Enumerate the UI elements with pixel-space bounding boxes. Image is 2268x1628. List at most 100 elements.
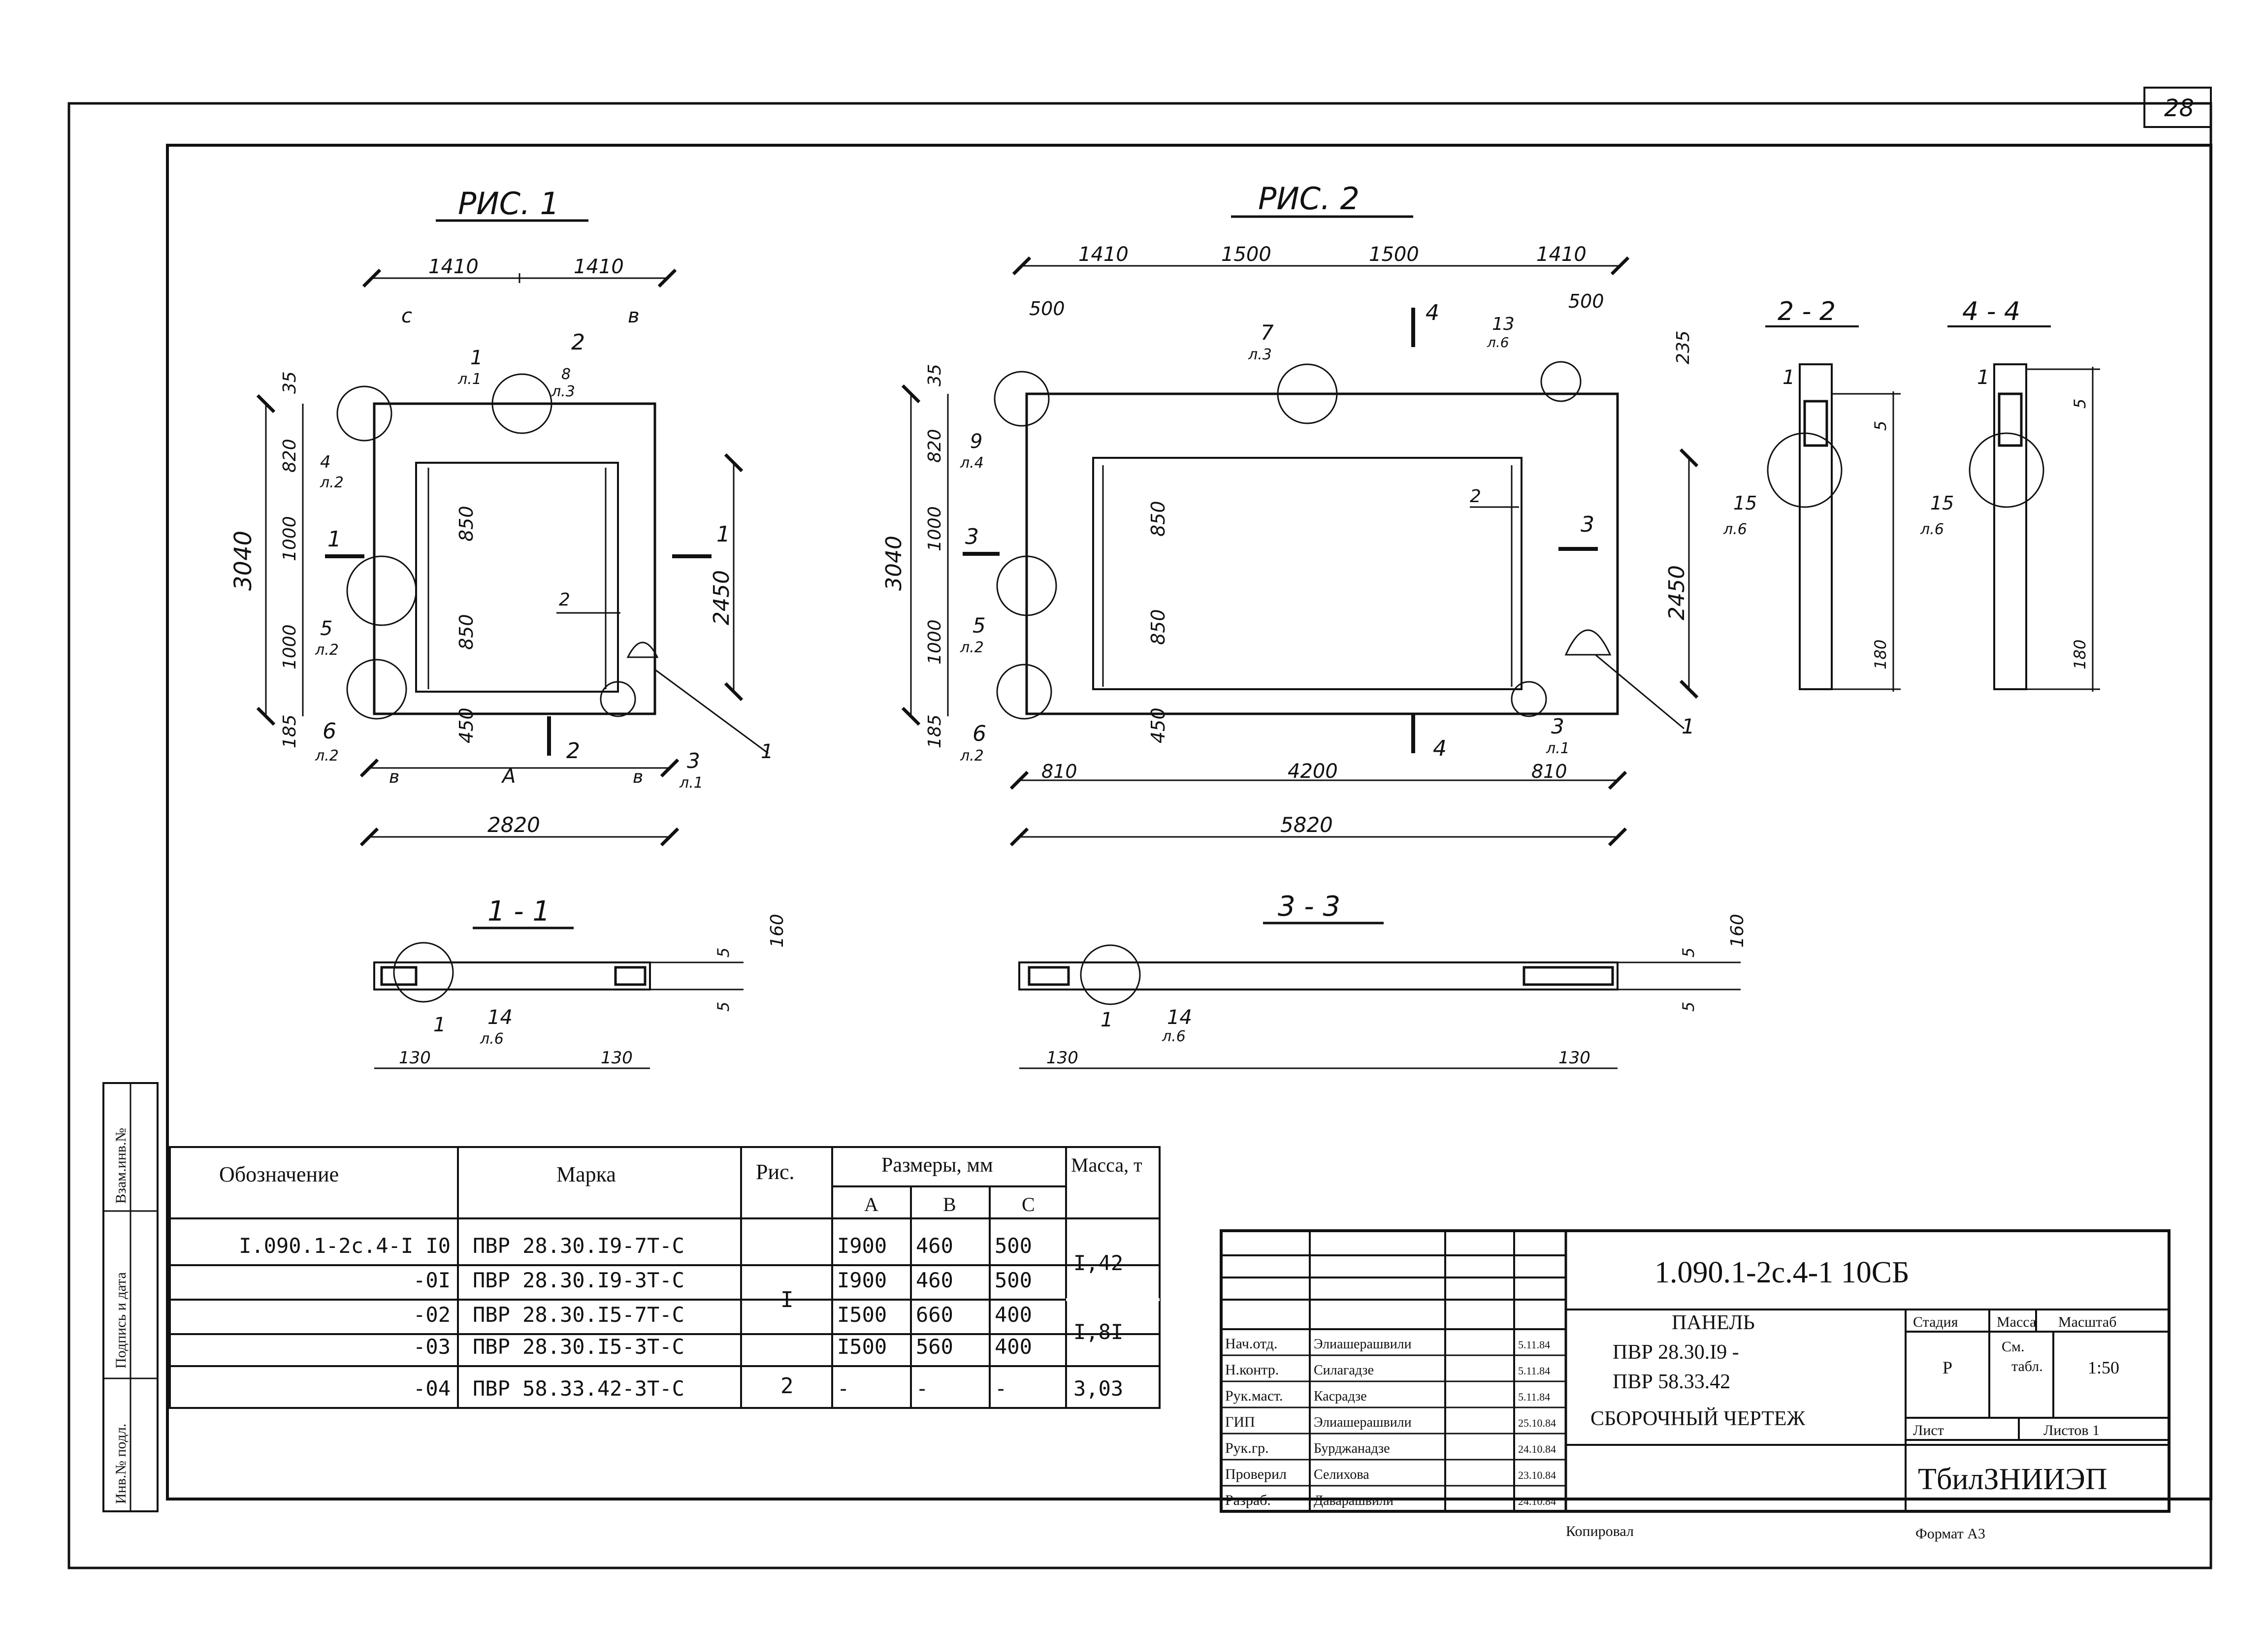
fig1-callout-3: 3 bbox=[687, 749, 700, 773]
sec44-dim-5: 5 bbox=[2071, 399, 2089, 409]
approval-date: 25.10.84 bbox=[1518, 1417, 1556, 1429]
fig2-dim-t1: 1410 bbox=[1078, 243, 1129, 266]
spec-cell-c: 400 bbox=[995, 1335, 1032, 1359]
fig1-dim-850a: 850 bbox=[455, 506, 477, 542]
spec-cell-b: 660 bbox=[916, 1303, 953, 1327]
sec33-dim-5b: 5 bbox=[1679, 1002, 1698, 1012]
th-mass: Масса, т bbox=[1071, 1154, 1142, 1176]
fig1-dim-bottom-b2: в bbox=[633, 767, 643, 787]
side-stamp-signature: Подпись и дата bbox=[113, 1272, 129, 1369]
fig2-dim-235: 235 bbox=[1673, 330, 1693, 364]
sec22-callout-1: 1 bbox=[1782, 366, 1795, 389]
sec33-dim-130a: 130 bbox=[1046, 1048, 1078, 1068]
fig2-dim-850b: 850 bbox=[1147, 609, 1169, 645]
sec33-callout-14: 14 bbox=[1167, 1006, 1192, 1029]
fig1-dim-185: 185 bbox=[280, 714, 300, 748]
spec-cell-b: - bbox=[916, 1376, 928, 1401]
fig1-dim-1000b: 1000 bbox=[280, 624, 300, 670]
sec44-callout-1: 1 bbox=[1977, 366, 1989, 389]
approval-role: Рук.гр. bbox=[1225, 1440, 1269, 1456]
doc-name-1: ПАНЕЛЬ bbox=[1672, 1311, 1755, 1334]
side-stamp: Взам.инв.№ Подпись и дата Инв.№ подл. bbox=[102, 1082, 159, 1512]
fig1-section-1a: 1 bbox=[327, 527, 341, 552]
fig2-callout-6-sheet: л.2 bbox=[960, 747, 984, 765]
fig2-callout-6: 6 bbox=[972, 721, 986, 746]
approval-role: ГИП bbox=[1225, 1414, 1255, 1430]
approval-role: Проверил bbox=[1225, 1466, 1287, 1482]
fig2-dim-inner-h: 2450 bbox=[1664, 565, 1689, 620]
fig1-dim-top-right: 1410 bbox=[574, 255, 624, 278]
spec-cell-b: 560 bbox=[916, 1335, 953, 1359]
spec-cell-a: I900 bbox=[837, 1268, 887, 1292]
spec-cell-b: 460 bbox=[916, 1234, 953, 1258]
sec33-dim-130b: 130 bbox=[1558, 1048, 1590, 1068]
sec33-title: 3 - 3 bbox=[1278, 891, 1340, 923]
sec44-callout-15: 15 bbox=[1930, 492, 1954, 514]
sec11-callout-1: 1 bbox=[433, 1014, 446, 1036]
scale-value: 1:50 bbox=[2088, 1358, 2119, 1377]
side-stamp-inventory: Инв.№ подл. bbox=[113, 1424, 129, 1504]
fig2-callout-7-sheet: л.3 bbox=[1248, 346, 1272, 363]
sec11-title: 1 - 1 bbox=[487, 895, 550, 927]
fig2-dim-t2: 1500 bbox=[1221, 243, 1271, 266]
spec-cell-designation: -04 bbox=[413, 1376, 451, 1401]
fig1-dim-inner-h: 2450 bbox=[709, 570, 734, 625]
spec-cell-c: 500 bbox=[995, 1268, 1032, 1292]
doc-name-4: СБОРОЧНЫЙ ЧЕРТЕЖ bbox=[1590, 1407, 1806, 1430]
approval-name: Касрадзе bbox=[1314, 1389, 1367, 1404]
th-fig: Рис. bbox=[756, 1160, 795, 1184]
approval-role: Н.контр. bbox=[1225, 1362, 1279, 1378]
approval-date: 23.10.84 bbox=[1518, 1469, 1556, 1481]
fig2-dim-total-w: 5820 bbox=[1280, 813, 1333, 837]
fig2-callout-7: 7 bbox=[1261, 320, 1274, 345]
approval-date: 5.11.84 bbox=[1518, 1339, 1550, 1351]
fig1-dim-35: 35 bbox=[280, 371, 300, 394]
approval-name: Элиашерашвили bbox=[1314, 1337, 1412, 1352]
fig2-dim-810b: 810 bbox=[1531, 761, 1567, 782]
sheet-frame bbox=[67, 87, 2212, 1569]
fig2-dim-total-h: 3040 bbox=[881, 536, 907, 591]
fig1-title: РИС. 1 bbox=[458, 186, 559, 222]
fig1-dim-820: 820 bbox=[280, 439, 300, 473]
sec33-dim-160: 160 bbox=[1727, 914, 1748, 948]
format-label: Формат А3 bbox=[1915, 1526, 1985, 1542]
fig1-dim-1000a: 1000 bbox=[280, 516, 300, 561]
fig1-panel bbox=[336, 373, 659, 720]
approval-name: Селихова bbox=[1314, 1467, 1369, 1482]
fig1-dim-450: 450 bbox=[455, 707, 477, 743]
spec-cell-a: I500 bbox=[837, 1335, 887, 1359]
fig2-leader-1: 1 bbox=[1682, 714, 1695, 738]
fig1-dim-bottom-b1: в bbox=[389, 767, 399, 787]
fig2-dim-450: 450 bbox=[1147, 707, 1169, 743]
fig2-title: РИС. 2 bbox=[1258, 181, 1360, 217]
fig1-callout-6: 6 bbox=[323, 719, 336, 744]
fig1-callout-8-sheet: л.3 bbox=[551, 383, 575, 400]
sec11-dim-130a: 130 bbox=[399, 1048, 431, 1068]
approval-name: Элиашерашвили bbox=[1314, 1415, 1412, 1430]
approval-role: Разраб. bbox=[1225, 1492, 1271, 1508]
spec-cell-a: I900 bbox=[837, 1234, 887, 1258]
sec33-callout-1: 1 bbox=[1101, 1009, 1113, 1031]
approval-name: Силагадзе bbox=[1314, 1363, 1374, 1378]
sheet-header: Лист bbox=[1913, 1422, 1944, 1438]
fig1-callout-4-sheet: л.2 bbox=[320, 474, 344, 491]
title-block bbox=[1220, 1229, 2171, 1513]
fig2-callout-3-sheet: л.1 bbox=[1546, 740, 1570, 757]
spec-cell-c: - bbox=[995, 1376, 1007, 1401]
sec11-callout-14: 14 bbox=[487, 1006, 513, 1029]
spec-mass-group-3: 3,03 bbox=[1073, 1376, 1123, 1401]
approval-date: 24.10.84 bbox=[1518, 1495, 1556, 1507]
section-4-4: 4 - 4 1 15 л.6 5 180 bbox=[1920, 297, 2100, 692]
org-name: ТбилЗНИИЭП bbox=[1918, 1463, 2107, 1496]
fig1-dim-bottom-a: А bbox=[501, 765, 516, 788]
doc-code: 1.090.1-2с.4-1 10СБ bbox=[1654, 1256, 1910, 1289]
fig1-callout-2: 2 bbox=[571, 330, 585, 355]
spec-cell-designation: I.090.1-2с.4-I I0 bbox=[239, 1234, 451, 1258]
section-3-3: 3 - 3 1 14 л.6 5 5 160 130 130 bbox=[1018, 891, 1748, 1069]
fig1-dim-top-left: 1410 bbox=[428, 255, 479, 278]
fig2-callout-9-sheet: л.4 bbox=[960, 454, 984, 472]
fig1-dim-850b: 850 bbox=[455, 614, 477, 650]
sec22-callout-15: 15 bbox=[1733, 492, 1757, 514]
fig1-callout-1-sheet: л.1 bbox=[457, 371, 482, 388]
